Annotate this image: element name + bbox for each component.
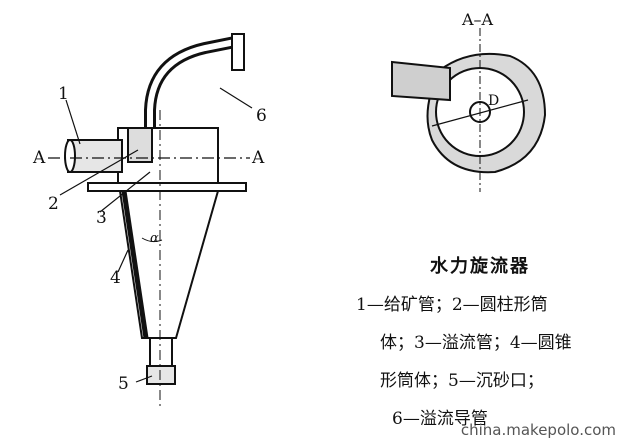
diameter-label: D [488,93,500,109]
legend-line: 6—溢流导管 [392,409,488,429]
watermark: china.makepolo.com [460,421,616,439]
section-title: A–A [462,10,494,29]
spigot [149,337,173,367]
conical-body [118,190,220,339]
figure-title: 水力旋流器 [430,256,530,277]
label-1: 1 [58,84,69,104]
section-view [391,28,547,192]
legend-line: 形筒体；5—沉砂口； [380,371,544,391]
pipe-flange [231,33,245,71]
feed-pipe [67,139,123,173]
label-5: 5 [118,374,129,394]
section-mark-left: A [33,148,46,168]
label-6: 6 [256,106,267,126]
label-2: 2 [48,194,59,214]
legend-line: 1—给矿管；2—圆柱形筒 [356,295,548,315]
label-3: 3 [96,208,107,228]
mounting-plate [87,182,247,192]
section-mark-right: A [252,148,265,168]
cone-angle-label: α [150,231,159,246]
legend-line: 体；3—溢流管；4—圆锥 [380,333,572,353]
overflow-guide-pipe [144,36,237,130]
label-4: 4 [110,268,121,288]
